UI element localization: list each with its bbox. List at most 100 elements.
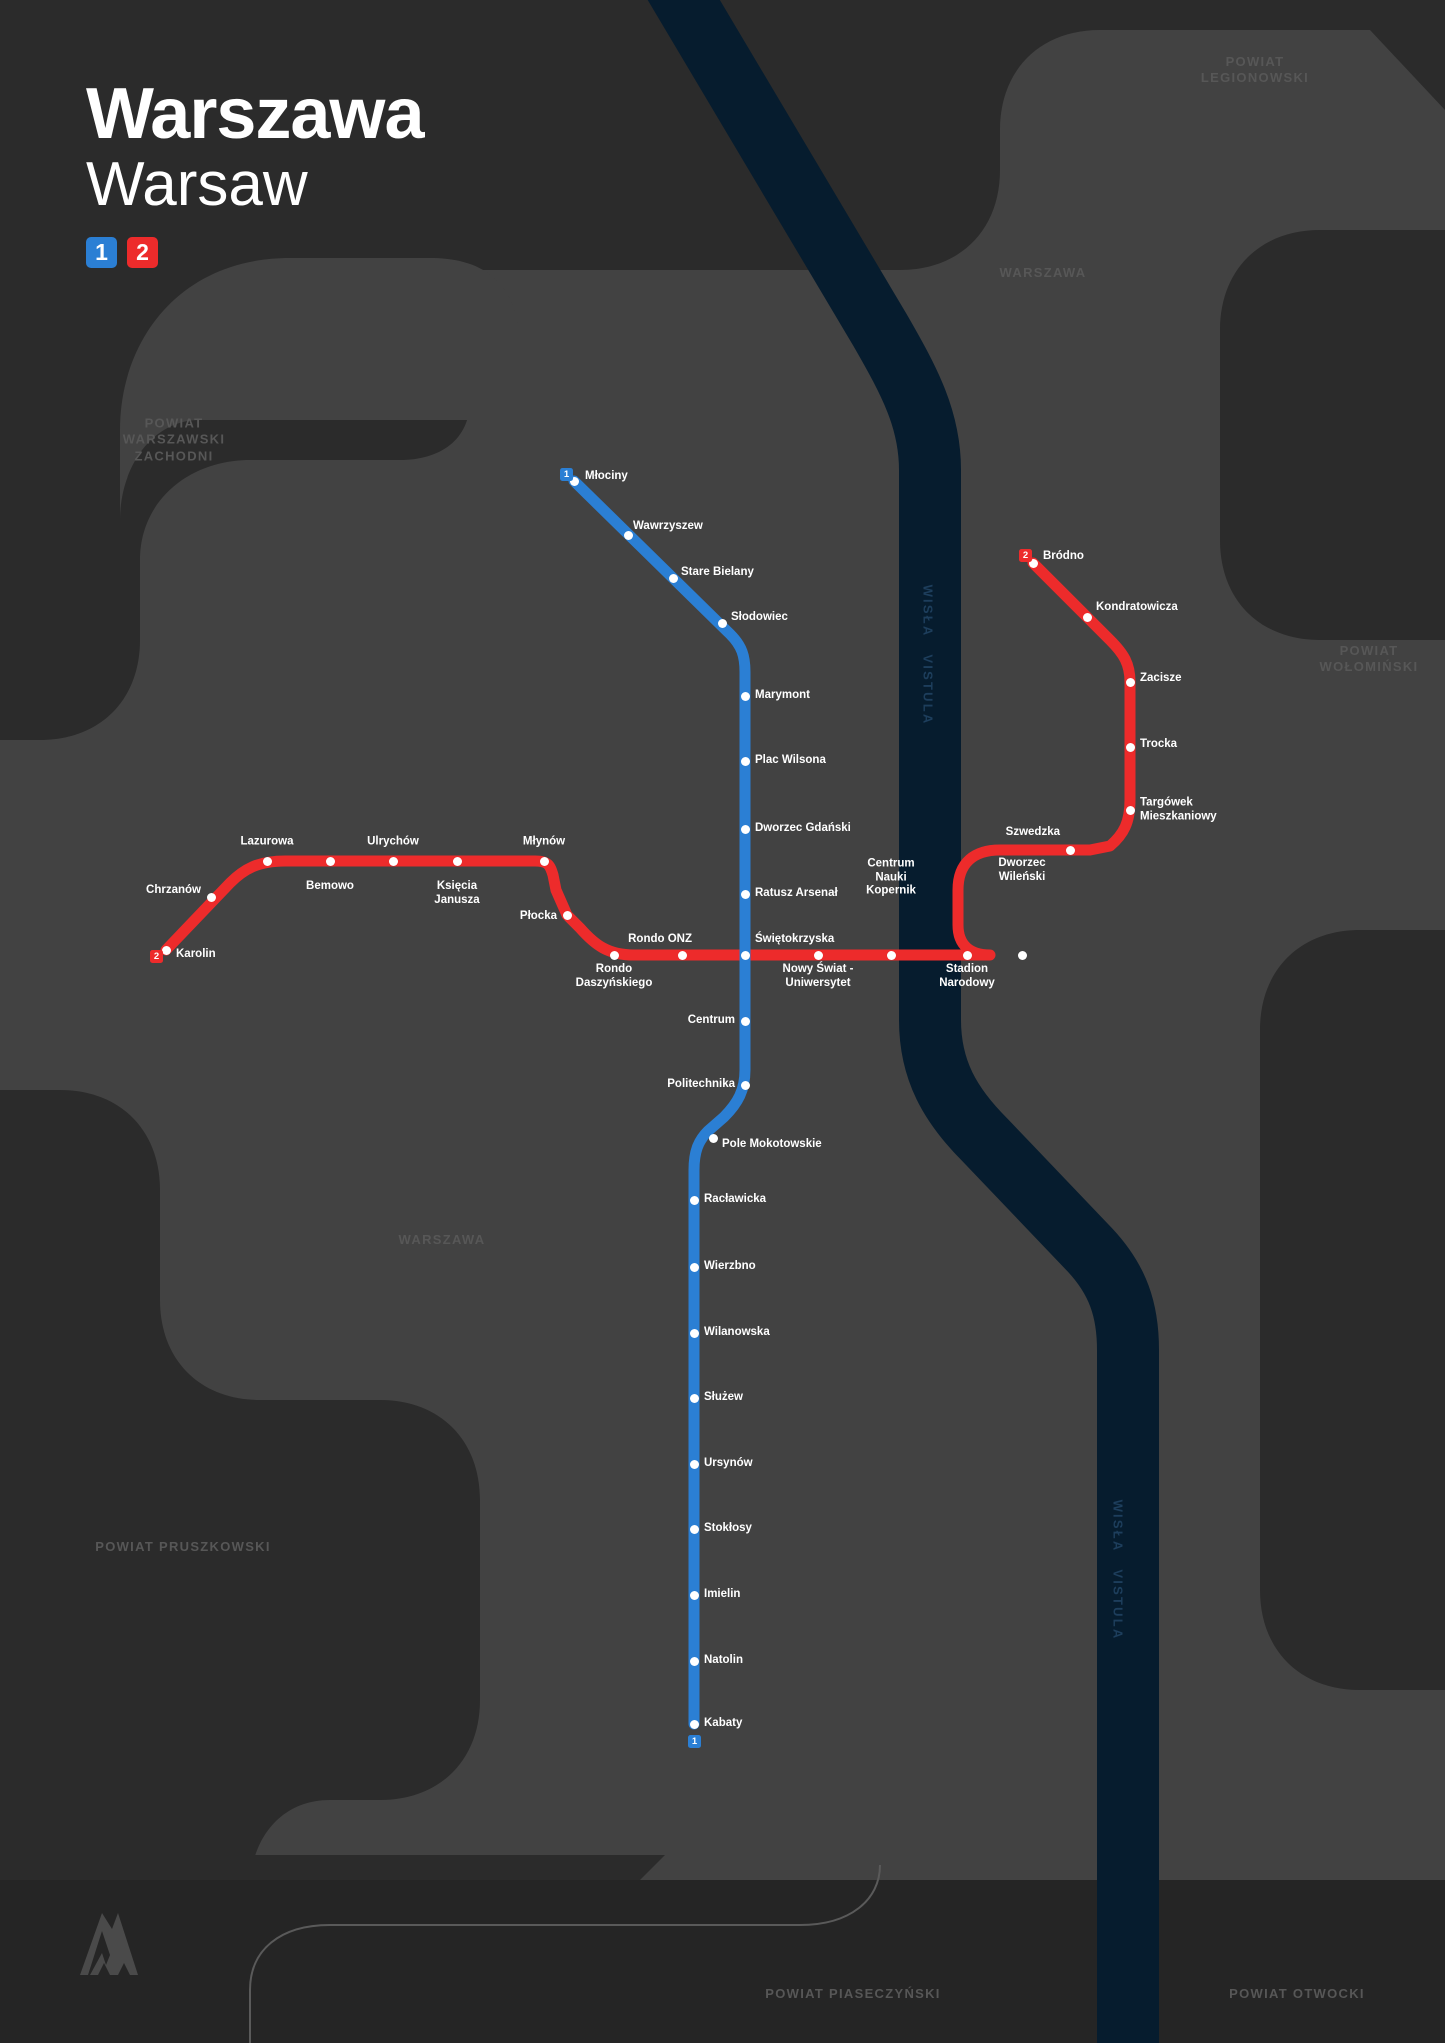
station-label[interactable]: Rondo ONZ bbox=[628, 933, 692, 946]
station-dot[interactable] bbox=[1125, 805, 1135, 815]
station-dot[interactable] bbox=[813, 950, 823, 960]
station-label[interactable]: Centrum bbox=[687, 1014, 735, 1027]
station-dot[interactable] bbox=[717, 618, 727, 628]
station-label[interactable]: Kabaty bbox=[704, 1717, 743, 1730]
station-label[interactable]: Płocka bbox=[519, 910, 557, 923]
station-label[interactable]: Ulrychów bbox=[367, 835, 419, 848]
station-dot[interactable] bbox=[689, 1328, 699, 1338]
legend-badge-line1[interactable]: 1 bbox=[86, 237, 117, 269]
station-dot[interactable] bbox=[689, 1524, 699, 1534]
station-label[interactable]: Ursynów bbox=[704, 1457, 753, 1470]
station-label[interactable]: Centrum Nauki Kopernik bbox=[866, 857, 916, 897]
district-label: WARSZAWA bbox=[999, 264, 1087, 280]
district-label: POWIAT PIASECZYŃSKI bbox=[765, 1985, 941, 2001]
station-label[interactable]: Dworzec Gdański bbox=[755, 822, 851, 835]
station-label[interactable]: Racławicka bbox=[704, 1193, 767, 1206]
station-dot[interactable] bbox=[569, 476, 579, 486]
station-dot[interactable] bbox=[740, 1016, 750, 1026]
station-dot[interactable] bbox=[740, 756, 750, 766]
station-dot[interactable] bbox=[689, 1656, 699, 1666]
station-label[interactable]: Słodowiec bbox=[731, 611, 788, 624]
district-label: POWIAT LEGIONOWSKI bbox=[1200, 53, 1310, 85]
station-dot[interactable] bbox=[689, 1590, 699, 1600]
station-label[interactable]: Imielin bbox=[704, 1588, 741, 1601]
south-dark-band bbox=[0, 1880, 1445, 2043]
station-dot[interactable] bbox=[740, 950, 750, 960]
station-label[interactable]: Trocka bbox=[1140, 738, 1178, 751]
station-label[interactable]: Szwedzka bbox=[1005, 826, 1060, 839]
station-dot[interactable] bbox=[1065, 845, 1075, 855]
station-label[interactable]: Dworzec Wileński bbox=[998, 856, 1046, 883]
page-title-en: Warsaw bbox=[86, 150, 308, 219]
station-dot[interactable] bbox=[740, 691, 750, 701]
station-dot[interactable] bbox=[325, 856, 335, 866]
station-label[interactable]: Chrzanów bbox=[146, 884, 201, 897]
station-dot[interactable] bbox=[689, 1393, 699, 1403]
terminus-line-badge[interactable]: 2 bbox=[150, 950, 163, 963]
station-label[interactable]: Stadion Narodowy bbox=[939, 963, 995, 989]
station-label[interactable]: Politechnika bbox=[667, 1078, 735, 1091]
station-dot[interactable] bbox=[1028, 558, 1038, 568]
station-label[interactable]: Karolin bbox=[176, 948, 216, 961]
station-dot[interactable] bbox=[452, 856, 462, 866]
station-dot[interactable] bbox=[689, 1719, 699, 1729]
station-dot[interactable] bbox=[562, 910, 572, 920]
station-label[interactable]: Wawrzyszew bbox=[633, 520, 703, 533]
station-label[interactable]: Kondratowicza bbox=[1096, 601, 1178, 614]
metro-logo bbox=[80, 1913, 138, 1975]
district-label: POWIAT OTWOCKI bbox=[1229, 1985, 1365, 2001]
district-label: POWIAT WARSZAWSKI ZACHODNI bbox=[122, 415, 226, 464]
station-dot[interactable] bbox=[609, 950, 619, 960]
station-label[interactable]: Marymont bbox=[755, 689, 810, 702]
terminus-line-badge[interactable]: 2 bbox=[1019, 549, 1032, 562]
station-label[interactable]: Stare Bielany bbox=[681, 566, 754, 579]
station-label[interactable]: Ratusz Arsenał bbox=[755, 887, 838, 900]
station-dot[interactable] bbox=[689, 1262, 699, 1272]
station-label[interactable]: Bródno bbox=[1043, 550, 1084, 563]
boundary-outline bbox=[249, 1864, 881, 2043]
station-dot[interactable] bbox=[708, 1133, 718, 1143]
terminus-line-badge[interactable]: 1 bbox=[560, 468, 573, 481]
station-dot[interactable] bbox=[689, 1195, 699, 1205]
station-label[interactable]: Nowy Świat - Uniwersytet bbox=[782, 963, 854, 989]
station-label[interactable]: Księcia Janusza bbox=[434, 880, 480, 906]
station-dot[interactable] bbox=[262, 856, 272, 866]
station-label[interactable]: Młynów bbox=[522, 835, 566, 848]
station-dot[interactable] bbox=[677, 950, 687, 960]
station-label[interactable]: Lazurowa bbox=[240, 835, 294, 848]
vistula-river bbox=[647, 0, 1159, 2043]
station-dot[interactable] bbox=[1125, 742, 1135, 752]
station-dot[interactable] bbox=[668, 573, 678, 583]
station-dot[interactable] bbox=[740, 1080, 750, 1090]
city-north-lobe bbox=[120, 258, 520, 520]
station-dot[interactable] bbox=[1082, 612, 1092, 622]
station-label[interactable]: Zacisze bbox=[1140, 672, 1182, 685]
station-dot[interactable] bbox=[1017, 950, 1027, 960]
station-label[interactable]: Wierzbno bbox=[704, 1260, 756, 1273]
terminus-line-badge[interactable]: 1 bbox=[688, 1735, 701, 1748]
station-label[interactable]: Targówek Mieszkaniowy bbox=[1140, 796, 1217, 822]
station-label[interactable]: Młociny bbox=[585, 470, 628, 483]
legend-badge-line2[interactable]: 2 bbox=[127, 237, 158, 269]
station-dot[interactable] bbox=[539, 856, 549, 866]
station-label[interactable]: Świętokrzyska bbox=[755, 933, 835, 946]
station-label[interactable]: Wilanowska bbox=[704, 1326, 770, 1339]
station-dot[interactable] bbox=[689, 1459, 699, 1469]
station-label[interactable]: Pole Mokotowskie bbox=[722, 1138, 822, 1151]
station-label[interactable]: Bemowo bbox=[306, 880, 354, 892]
station-dot[interactable] bbox=[388, 856, 398, 866]
station-label[interactable]: Natolin bbox=[704, 1654, 743, 1667]
station-dot[interactable] bbox=[962, 950, 972, 960]
station-label[interactable]: Stokłosy bbox=[704, 1522, 752, 1535]
station-dot[interactable] bbox=[161, 945, 171, 955]
station-dot[interactable] bbox=[623, 530, 633, 540]
station-dot[interactable] bbox=[886, 950, 896, 960]
station-dot[interactable] bbox=[206, 892, 216, 902]
station-label[interactable]: Rondo Daszyńskiego bbox=[575, 963, 653, 989]
station-dot[interactable] bbox=[740, 824, 750, 834]
station-dot[interactable] bbox=[740, 889, 750, 899]
station-label[interactable]: Służew bbox=[704, 1391, 743, 1404]
station-label[interactable]: Plac Wilsona bbox=[755, 754, 826, 767]
station-dot[interactable] bbox=[1125, 677, 1135, 687]
river-label: WISŁA VISTULA bbox=[1110, 1499, 1126, 1641]
